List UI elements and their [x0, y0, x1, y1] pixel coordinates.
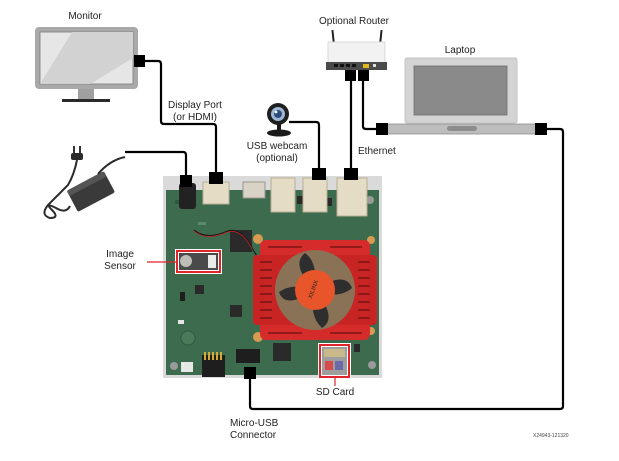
label-display-port-line2: (or HDMI)	[173, 112, 217, 123]
label-sd-card: SD Card	[315, 387, 355, 398]
fan-heatsink: XILINX	[253, 240, 377, 340]
displayport-connector	[202, 181, 230, 205]
monitor-icon	[35, 27, 138, 102]
label-optional-router: Optional Router	[318, 16, 390, 27]
label-usb-webcam: USB webcam (optional)	[244, 141, 310, 165]
cable-displayport	[145, 59, 218, 180]
sd-card-highlight	[318, 343, 351, 386]
usb-port-2	[302, 177, 328, 213]
dc-jack	[179, 183, 196, 209]
cable-plugs	[134, 55, 547, 379]
webcam-icon	[267, 103, 291, 137]
label-display-port-line1: Display Port	[168, 100, 222, 111]
label-monitor: Monitor	[68, 11, 102, 22]
label-laptop: Laptop	[444, 45, 476, 56]
router-icon	[326, 29, 387, 70]
cable-usb-webcam	[289, 120, 321, 176]
figure-id-watermark: X24943-121320	[533, 433, 569, 439]
hdmi-connector	[242, 181, 266, 199]
cables	[125, 59, 565, 411]
laptop-icon	[384, 57, 540, 135]
image-sensor-highlight	[147, 249, 222, 274]
label-image-sensor: Image Sensor	[100, 249, 140, 273]
label-micro-usb: Micro-USB Connector	[230, 418, 278, 442]
label-micro-usb-line2: Connector	[230, 430, 277, 441]
usb-port-1	[270, 177, 296, 213]
label-usb-webcam-line1: USB webcam	[246, 141, 308, 152]
label-usb-webcam-line2: (optional)	[256, 153, 298, 164]
label-image-sensor-line2: Sensor	[104, 261, 136, 272]
fan-hub	[295, 270, 335, 310]
cable-micro-usb	[248, 127, 565, 411]
label-micro-usb-line1: Micro-USB	[230, 418, 279, 429]
label-image-sensor-line1: Image	[106, 249, 134, 260]
ethernet-port	[336, 177, 368, 217]
label-ethernet: Ethernet	[358, 146, 396, 157]
power-adapter-icon	[43, 146, 126, 220]
cable-power	[125, 150, 188, 183]
label-display-port: Display Port (or HDMI)	[160, 100, 230, 124]
cable-router-laptop	[361, 80, 380, 131]
